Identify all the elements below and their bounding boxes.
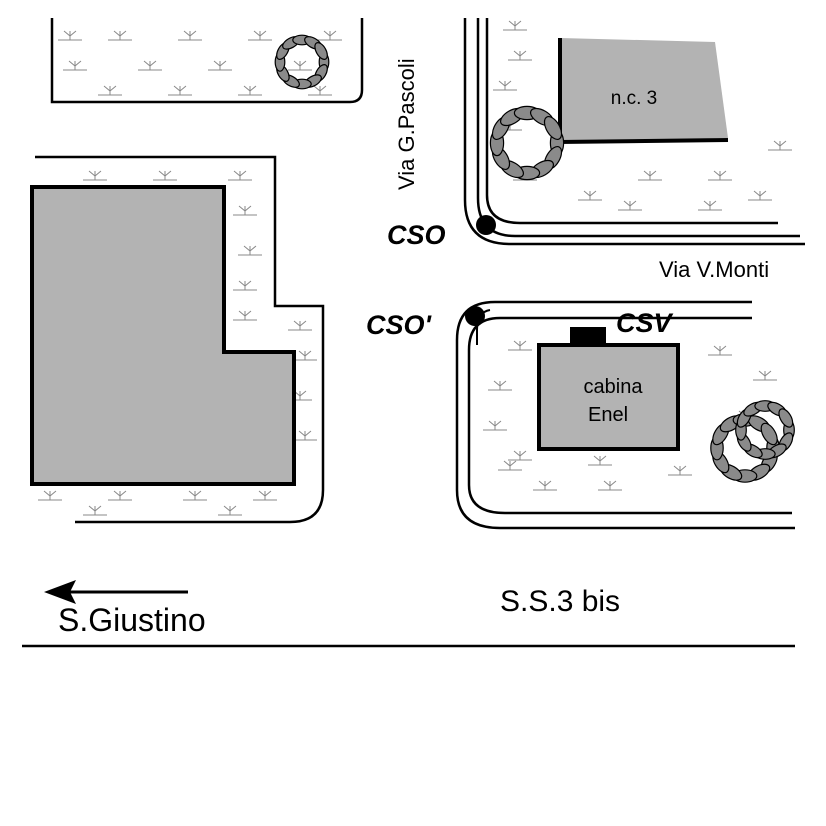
grass-tuft-icon xyxy=(233,310,257,321)
grass-tuft-icon xyxy=(748,190,772,201)
bottom-right-lot-inner1 xyxy=(467,316,792,515)
grass-tuft-icon xyxy=(83,170,107,181)
cabin-label-line2: Enel xyxy=(588,404,628,426)
grass-tuft-icon xyxy=(598,480,622,491)
grass-tuft-icon xyxy=(508,340,532,351)
grass-tuft-icon xyxy=(233,280,257,291)
grass-tuft-icon xyxy=(753,370,777,381)
tree-icon xyxy=(735,400,795,460)
tree-icon xyxy=(489,105,565,181)
grass-tuft-icon xyxy=(83,505,107,516)
grass-tuft-icon xyxy=(98,85,122,96)
grass-tuft-icon xyxy=(638,170,662,181)
grass-tuft-icon xyxy=(253,490,277,501)
cabin-enel xyxy=(537,343,680,451)
grass-tuft-icon xyxy=(293,430,317,441)
street-vertical-label: Via G.Pascoli xyxy=(394,58,419,190)
grass-tuft-icon xyxy=(508,450,532,461)
grass-texture xyxy=(38,20,792,516)
grass-tuft-icon xyxy=(508,50,532,61)
highway-label: S.S.3 bis xyxy=(500,585,620,618)
grass-tuft-icon xyxy=(218,505,242,516)
grass-tuft-icon xyxy=(238,245,262,256)
left-building xyxy=(30,185,296,486)
grass-tuft-icon xyxy=(493,80,517,91)
grass-tuft-icon xyxy=(293,350,317,361)
grass-tuft-icon xyxy=(233,205,257,216)
grass-tuft-icon xyxy=(308,85,332,96)
point-cso-prime-label: CSO' xyxy=(366,310,433,340)
grass-tuft-icon xyxy=(288,390,312,401)
building-nc3 xyxy=(560,38,728,142)
grass-tuft-icon xyxy=(63,60,87,71)
grass-tuft-icon xyxy=(618,200,642,211)
top-right-lot-inner2 xyxy=(485,18,778,225)
grass-tuft-icon xyxy=(533,480,557,491)
grass-tuft-icon xyxy=(288,320,312,331)
bottom-right-lot-outer xyxy=(455,300,795,530)
grass-tuft-icon xyxy=(698,200,722,211)
grass-tuft-icon xyxy=(578,190,602,201)
grass-tuft-icon xyxy=(238,85,262,96)
top-left-lot-outline xyxy=(50,18,364,104)
grass-tuft-icon xyxy=(58,30,82,41)
grass-tuft-icon xyxy=(208,60,232,71)
grass-tuft-icon xyxy=(288,60,312,71)
grass-tuft-icon xyxy=(588,455,612,466)
grass-tuft-icon xyxy=(498,460,522,471)
grass-tuft-icon xyxy=(38,490,62,501)
top-right-lot-outer xyxy=(463,18,805,246)
left-lot-outline xyxy=(35,155,325,524)
street-horizontal-label: Via V.Monti xyxy=(659,257,769,282)
grass-tuft-icon xyxy=(183,490,207,501)
grass-tuft-icon xyxy=(153,170,177,181)
tree-icon xyxy=(274,34,330,90)
grass-tuft-icon xyxy=(708,170,732,181)
cabin-label-line1: cabina xyxy=(584,376,644,398)
point-cso-label: CSO xyxy=(387,220,446,250)
grass-tuft-icon xyxy=(138,60,162,71)
grass-tuft-icon xyxy=(488,380,512,391)
direction-label: S.Giustino xyxy=(58,602,206,638)
arrow-left-icon xyxy=(44,580,188,604)
grass-tuft-icon xyxy=(108,30,132,41)
grass-tuft-icon xyxy=(168,85,192,96)
junction-point-icon xyxy=(476,215,496,235)
grass-tuft-icon xyxy=(503,20,527,31)
grass-tuft-icon xyxy=(228,170,252,181)
cabin-enel-connector xyxy=(570,327,606,345)
grass-tuft-icon xyxy=(668,465,692,476)
grass-tuft-icon xyxy=(108,490,132,501)
trees xyxy=(274,34,795,483)
grass-tuft-icon xyxy=(248,30,272,41)
grass-tuft-icon xyxy=(178,30,202,41)
grass-tuft-icon xyxy=(483,420,507,431)
junction-point-icon xyxy=(465,306,485,326)
grass-tuft-icon xyxy=(768,140,792,151)
building-nc3-label: n.c. 3 xyxy=(611,88,657,109)
grass-tuft-icon xyxy=(708,345,732,356)
grass-tuft-icon xyxy=(318,30,342,41)
point-csv-label: CSV xyxy=(616,308,674,338)
